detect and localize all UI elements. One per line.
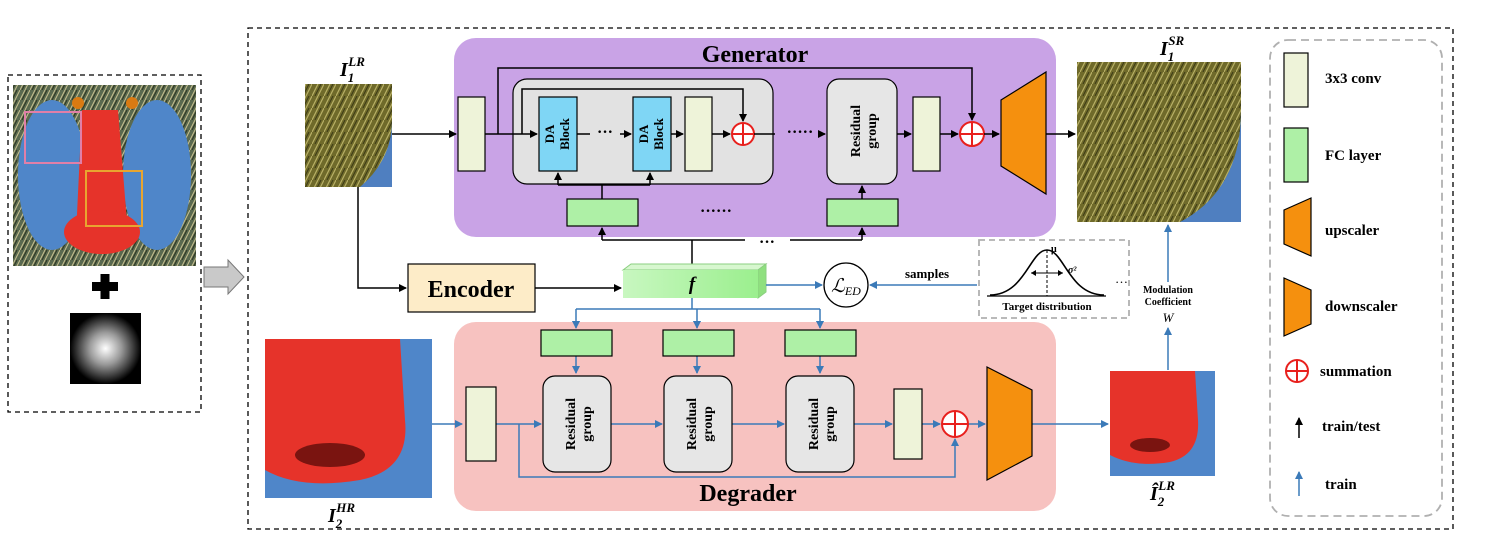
target-distribution-caption: Target distribution [1002,301,1091,313]
i2-hr-image [265,339,432,498]
target-distribution-box [978,239,1130,319]
i1-lr-label: I1LR [339,54,365,85]
generator-arrows [357,67,1076,292]
legend-downscaler-icon [1283,277,1312,337]
generator-residual-group [826,78,898,185]
distribution-ellipsis: … [1115,271,1128,286]
crop-box-2 [85,170,143,227]
i1-sr-label: I1SR [1159,33,1185,64]
generator-fc-ellipsis: ······ [700,203,732,220]
downscaler-block [986,366,1033,481]
plus-icon [92,274,118,299]
legend-label-conv: 3x3 conv [1325,71,1382,87]
i1-sr-image [1077,62,1241,222]
flow-arrow-icon [203,258,245,296]
sigma-label: σ² [1068,265,1077,276]
legend-label-downscaler: downscaler [1325,299,1398,315]
main-frame [247,27,1454,530]
degrader-residual-group-2 [663,375,733,473]
degrader-residual-label-2: Residualgroup [685,398,716,450]
mu-label: μ [1051,244,1057,255]
legend-fc-icon [1283,127,1309,183]
legend-label-summation: summation [1320,364,1392,380]
mandrill-image [13,85,196,266]
modulation-line1: Modulation [1143,285,1193,296]
i1-lr-image-detail [360,120,392,187]
input-panel [7,74,202,413]
i1-sr-image-detail [1180,110,1241,222]
degrader-fc-1 [540,329,613,357]
degrader-title: Degrader [699,481,797,507]
legend-upscaler-icon [1283,197,1312,257]
degrader-sum [941,410,969,438]
legend-label-upscaler: upscaler [1325,223,1380,239]
degrader-residual-group-3 [785,375,855,473]
degrader-conv-1 [465,386,497,462]
fc-mid-ellipsis: ··· [759,234,775,251]
degrader-fc-2 [662,329,735,357]
loss-circle [823,262,869,308]
feature-block [621,263,768,299]
legend-summation-icon [1285,359,1309,383]
gaussian-curve [987,249,1106,297]
degrader-residual-label-1: Residualgroup [564,398,595,450]
residual-ellipsis: ····· [787,124,814,141]
encoder-label: Encoder [428,277,515,303]
da-block-1-label: DABlock [542,117,572,150]
i2-lr-hat-image [1110,371,1215,476]
generator-conv-1 [457,96,486,172]
generator-sum-2 [959,121,985,147]
generator-conv-2 [684,96,713,172]
degrader-residual-group-1 [542,375,612,473]
modulation-symbol: W [1163,310,1175,325]
legend-box [1269,39,1443,517]
generator-title: Generator [702,42,809,68]
da-block-2 [632,96,672,172]
degrader-conv-2 [893,388,923,460]
da-block-1 [538,96,578,172]
samples-label: samples [905,266,949,281]
da-block-2-label: DABlock [636,117,666,150]
legend-label-train: train [1325,477,1357,493]
generator-fc-1 [566,198,639,227]
generator-sum-1 [731,122,755,146]
i2-hr-label: I2HR [327,500,355,531]
generator-residual-label: Residualgroup [849,105,880,157]
generator-fc-2 [826,198,899,227]
degrader-arrows [454,321,1056,478]
crop-box-1 [24,111,82,164]
legend-label-train-test: train/test [1322,419,1380,435]
feature-label: f [689,274,697,295]
generator-conv-3 [912,96,941,172]
upscaler-block [1000,70,1047,196]
degrader-residual-label-3: Residualgroup [807,398,838,450]
i2-lr-hat-label: Î2LR [1149,478,1175,509]
legend-conv-icon [1283,52,1309,108]
legend-label-fc: FC layer [1325,148,1382,164]
da-ellipsis: ··· [597,124,613,141]
modulation-line2: Coefficient [1145,297,1192,308]
degrader-fc-3 [784,329,857,357]
blur-kernel-image [70,313,141,384]
encoder-block [407,263,536,313]
loss-label: ℒED [831,276,861,298]
